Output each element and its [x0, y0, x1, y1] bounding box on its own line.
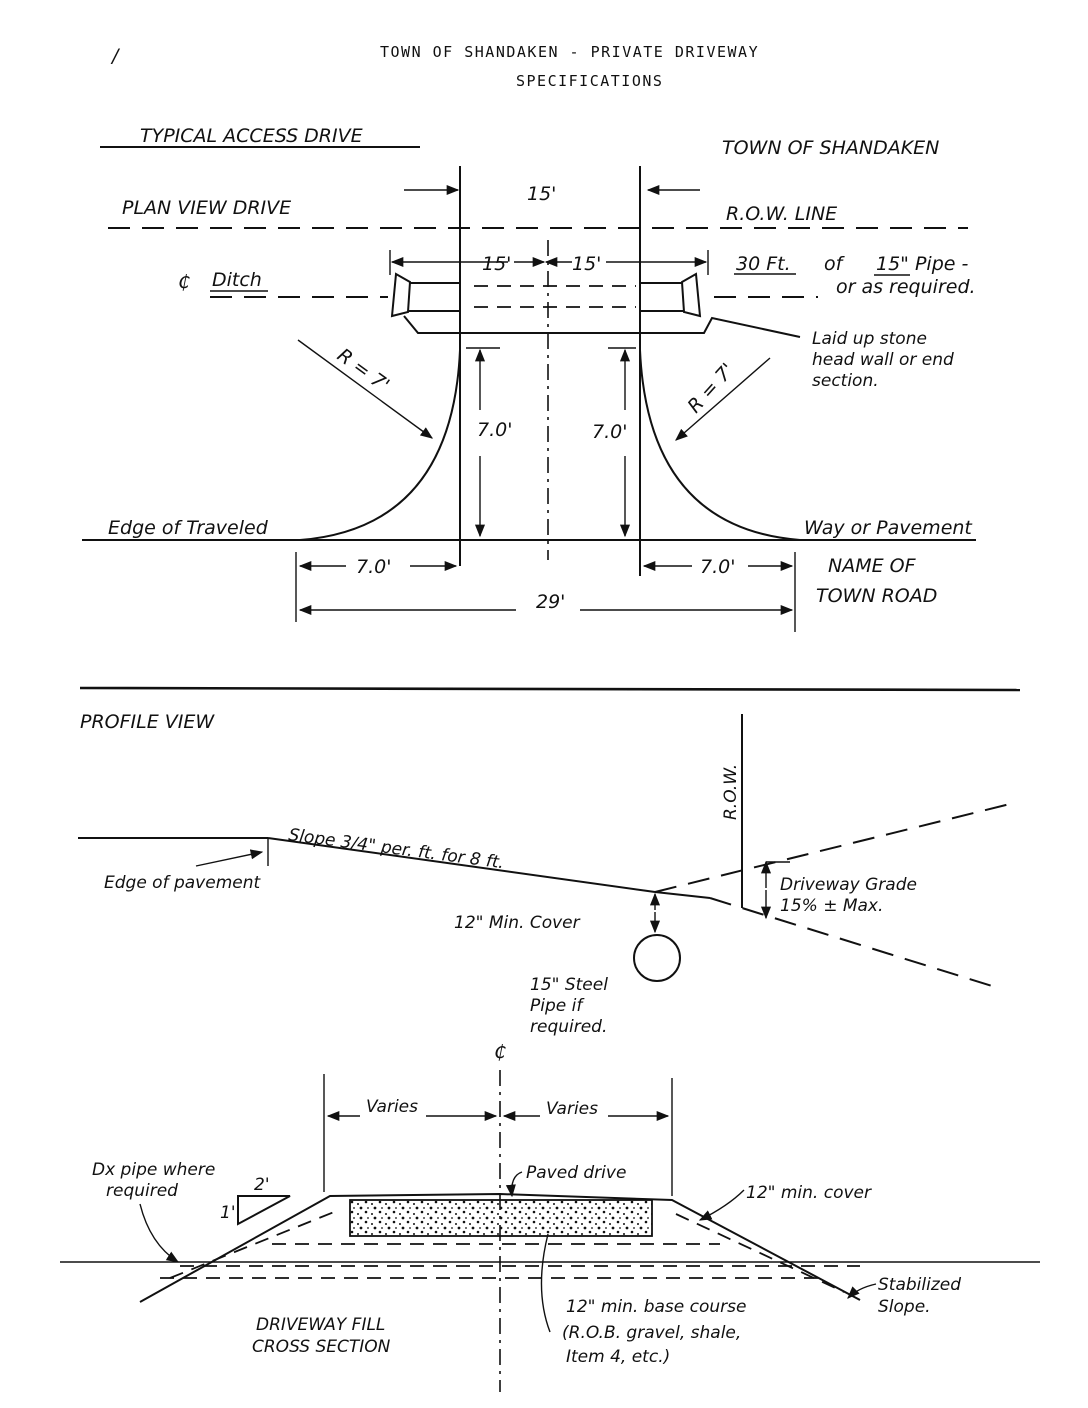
headwall-note-2: head wall or end — [812, 350, 954, 370]
edge-pavement-leader — [195, 849, 264, 867]
headwall-note-3: section. — [812, 371, 879, 391]
cross-cl-symbol: ₵ — [494, 1041, 506, 1063]
pipe-note-3: required. — [530, 1017, 607, 1037]
paved-drive-leader — [505, 1171, 523, 1198]
ground-beyond — [654, 891, 711, 899]
height-left-label: 7.0' — [477, 419, 512, 441]
headwall-leader — [403, 315, 801, 338]
row-marker-label: R.O.W. — [721, 764, 741, 820]
slope-line — [267, 837, 656, 893]
profile-slope-label: Slope 3/4" per. ft. for 8 ft. — [287, 825, 505, 873]
dim-top-label: 15' — [527, 183, 556, 205]
stabilized-label-2: Slope. — [878, 1297, 931, 1317]
grade-label-1: Driveway Grade — [780, 875, 917, 895]
pipe-of: of — [824, 253, 846, 275]
stabilized-leader — [847, 1283, 877, 1299]
dim-pipe-right-label: 15' — [572, 253, 601, 275]
row-line-label: R.O.W. LINE — [726, 203, 837, 225]
profile-cover-label: 12" Min. Cover — [454, 913, 581, 933]
pipe-note-1: 15" Steel — [530, 975, 608, 995]
profile-title: PROFILE VIEW — [80, 711, 215, 733]
fill-slope-inner-left — [169, 1211, 335, 1279]
edge-right-label: Way or Pavement — [804, 517, 973, 539]
header-line-2: SPECIFICATIONS — [516, 72, 663, 90]
min-cover-leader — [698, 1189, 745, 1221]
steel-pipe-circle — [633, 934, 681, 982]
grade-label-2: 15% ± Max. — [780, 896, 883, 916]
radius-leader-left — [297, 339, 434, 439]
town-label: TOWN OF SHANDAKEN — [722, 137, 939, 159]
edge-left-label: Edge of Traveled — [108, 517, 269, 539]
base-course-note-3: Item 4, etc.) — [566, 1347, 670, 1367]
varies-right-label: Varies — [546, 1099, 598, 1119]
radius-curve-left — [299, 349, 461, 541]
radius-curve-right — [639, 349, 801, 541]
dim-pipe-left-label: 15' — [482, 253, 511, 275]
section-divider — [79, 686, 1021, 692]
cross-section-title-2: CROSS SECTION — [252, 1337, 391, 1357]
pipe-note-2: Pipe if — [530, 996, 585, 1016]
dx-pipe-label-1: Dx pipe where — [92, 1160, 215, 1180]
culvert-end-left — [390, 272, 412, 318]
height-right-label: 7.0' — [592, 421, 627, 443]
driveway-grade-up — [654, 801, 1019, 893]
plan-view-label: PLAN VIEW DRIVE — [122, 197, 291, 219]
radius-left-label: R = 7' — [333, 344, 393, 396]
stabilized-label-1: Stabilized — [878, 1275, 961, 1295]
header-line-1: TOWN OF SHANDAKEN - PRIVATE DRIVEWAY — [380, 43, 759, 61]
section-title-typical-access-drive: TYPICAL ACCESS DRIVE — [140, 125, 363, 147]
ditch-label: Ditch — [212, 269, 262, 291]
pipe-alternative: or as required. — [836, 276, 976, 298]
base-course-leader — [540, 1233, 551, 1333]
road-name-2: TOWN ROAD — [816, 585, 937, 607]
ditch-cl-symbol: ₵ — [178, 271, 190, 293]
radius-leader-right — [675, 357, 771, 441]
base-course-note-1: 12" min. base course — [566, 1297, 746, 1317]
base-course-note-2: (R.O.B. gravel, shale, — [562, 1323, 741, 1343]
profile-edge-label: Edge of pavement — [104, 873, 261, 893]
slope-ratio-triangle-shape — [237, 1195, 291, 1226]
corner-mark: / — [110, 45, 121, 67]
offset-right-label: 7.0' — [700, 556, 735, 578]
road-name-1: NAME OF — [828, 555, 917, 577]
pipe-length: 30 Ft. — [736, 253, 791, 275]
offset-left-label: 7.0' — [356, 556, 391, 578]
dx-pipe-leader — [139, 1203, 180, 1263]
dx-pipe-label-2: required — [106, 1181, 178, 1201]
fill-top-surface — [139, 1192, 861, 1303]
fill-slope-inner-right — [675, 1213, 845, 1293]
overall-label: 29' — [536, 591, 565, 613]
varies-left-label: Varies — [366, 1097, 418, 1117]
driveway-grade-down — [709, 897, 993, 987]
min-cover-label: 12" min. cover — [746, 1183, 872, 1203]
cross-section-title-1: DRIVEWAY FILL — [256, 1315, 385, 1335]
base-course-gravel — [349, 1199, 653, 1237]
pipe-size: 15" Pipe - — [876, 253, 968, 275]
paved-drive-label: Paved drive — [526, 1163, 626, 1183]
slope-run-label: 2' — [254, 1175, 270, 1195]
headwall-note-1: Laid up stone — [812, 329, 927, 349]
culvert-end-right — [680, 272, 702, 318]
slope-rise-label: 1' — [220, 1203, 236, 1223]
